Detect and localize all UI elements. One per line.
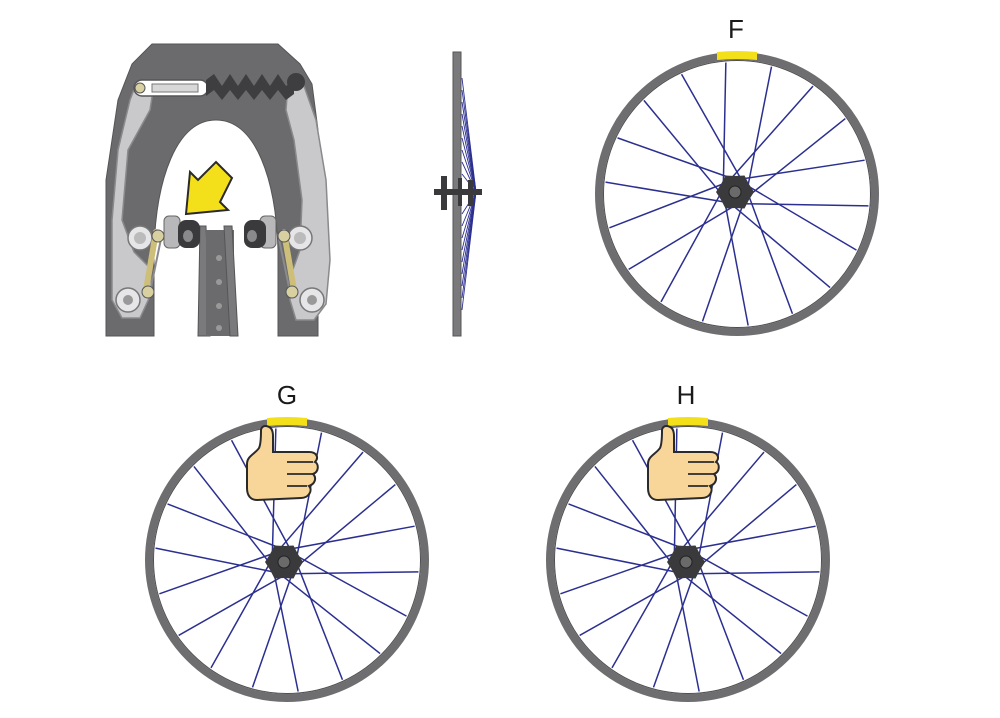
yellow-marker-H <box>668 417 708 426</box>
spoke <box>296 555 407 617</box>
hub-F <box>716 175 754 209</box>
spoke <box>691 525 816 550</box>
spoke <box>698 565 745 681</box>
spoke <box>724 201 749 326</box>
pivot-right <box>277 225 325 313</box>
wheel-side-view <box>434 51 482 337</box>
yellow-marker-G <box>267 417 307 426</box>
spoke <box>296 484 396 567</box>
spoke <box>652 573 696 688</box>
spoke <box>680 73 742 180</box>
brake-pad-right <box>244 215 277 249</box>
spoke <box>617 137 733 180</box>
thumbs-up-icon <box>647 424 720 502</box>
spoke <box>732 205 831 289</box>
spoke <box>609 182 725 229</box>
spoke <box>747 195 794 315</box>
spoke <box>281 575 381 655</box>
spoke <box>605 181 726 203</box>
spoke <box>740 159 865 180</box>
spoke <box>594 465 673 565</box>
spoke <box>560 552 676 595</box>
rim-brake-illustration <box>105 43 331 337</box>
yellow-marker-F <box>717 51 757 60</box>
pivot-left <box>115 225 165 313</box>
side-spoke <box>461 191 477 251</box>
spoke <box>579 575 686 637</box>
spoke <box>742 202 869 207</box>
brake-arm-right <box>285 83 331 321</box>
spoke <box>683 575 782 655</box>
side-spoke <box>461 137 477 193</box>
spoke <box>701 203 745 322</box>
brake-pad-left <box>163 215 200 249</box>
spoke <box>251 573 294 688</box>
spokes-G <box>155 428 419 692</box>
yellow-arrow-icon <box>184 160 234 216</box>
side-spoke <box>461 191 477 239</box>
side-view-spokes <box>461 77 477 311</box>
spokes-F <box>605 62 869 326</box>
spoke <box>167 503 282 550</box>
spoke <box>291 571 419 575</box>
spoke <box>289 525 415 550</box>
hub-H <box>667 545 705 579</box>
spoke <box>660 192 722 303</box>
spoke <box>193 465 271 565</box>
spoke <box>747 66 773 187</box>
spoke <box>210 562 271 669</box>
spoke <box>611 562 673 669</box>
side-spoke <box>461 191 477 263</box>
side-spoke <box>461 125 477 193</box>
wheel-G: G <box>145 380 429 702</box>
side-spoke <box>461 191 477 227</box>
spoke <box>698 555 808 617</box>
spoke <box>296 565 344 681</box>
spoke <box>556 547 677 573</box>
spoke <box>681 451 765 550</box>
wheel-label-H: H <box>677 380 696 410</box>
spoke <box>273 571 299 692</box>
side-spoke <box>461 161 477 193</box>
wheel-F: F <box>595 14 879 336</box>
hub-G <box>265 545 303 579</box>
spoke <box>568 503 684 550</box>
spoke <box>628 205 735 271</box>
wheel-label-G: G <box>277 380 297 410</box>
spoke <box>159 552 274 595</box>
spoke <box>747 185 857 251</box>
spoke <box>643 99 722 195</box>
wheel-label-F: F <box>728 14 744 44</box>
spoke <box>279 451 364 550</box>
spoke <box>722 62 727 185</box>
spoke <box>675 571 700 692</box>
spoke <box>178 575 284 637</box>
brake-cable-boot <box>206 74 294 100</box>
spoke <box>747 117 846 197</box>
thumbs-up-icon <box>246 424 319 502</box>
spoke <box>693 571 820 575</box>
spoke <box>155 547 275 573</box>
side-spoke <box>461 149 477 193</box>
spoke <box>698 484 797 567</box>
spoke <box>730 85 814 180</box>
wheel-H: H <box>546 380 830 702</box>
